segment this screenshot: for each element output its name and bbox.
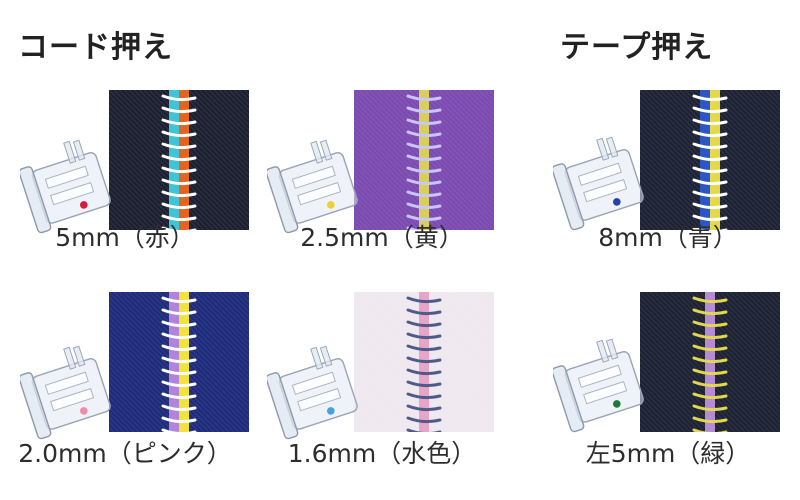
presser-foot-item: 2.5mm（黄） xyxy=(262,38,502,263)
fabric-sample-photo xyxy=(640,292,780,432)
foot-size-label: 2.0mm（ピンク） xyxy=(18,439,232,468)
presser-foot-image xyxy=(20,339,125,444)
fabric-sample-photo xyxy=(109,90,249,230)
presser-foot-image xyxy=(553,332,658,437)
presser-foot-item: 左5mm（緑） xyxy=(548,254,788,479)
foot-size-label: 2.5mm（黄） xyxy=(300,223,464,252)
section-title-cord: コード押え xyxy=(18,30,173,65)
presser-foot-image xyxy=(267,339,372,444)
section-title-tape: テープ押え xyxy=(560,30,714,65)
fabric-sample-photo xyxy=(109,292,249,432)
foot-size-label: 左5mm（緑） xyxy=(585,439,751,468)
presser-foot-image xyxy=(553,130,658,235)
presser-foot-image xyxy=(267,133,372,238)
foot-size-label: 5mm（赤） xyxy=(55,223,195,252)
presser-foot-item: 1.6mm（水色） xyxy=(262,254,502,479)
presser-foot-image xyxy=(20,133,125,238)
foot-size-label: 1.6mm（水色） xyxy=(287,439,477,468)
foot-size-label: 8mm（青） xyxy=(598,223,738,252)
presser-foot-item: 2.0mm（ピンク） xyxy=(5,254,249,479)
fabric-sample-photo xyxy=(354,90,494,230)
fabric-sample-photo xyxy=(640,90,780,230)
presser-foot-item: 5mm（赤） xyxy=(5,38,249,263)
fabric-sample-photo xyxy=(354,292,494,432)
presser-foot-item: 8mm（青） xyxy=(548,38,788,263)
